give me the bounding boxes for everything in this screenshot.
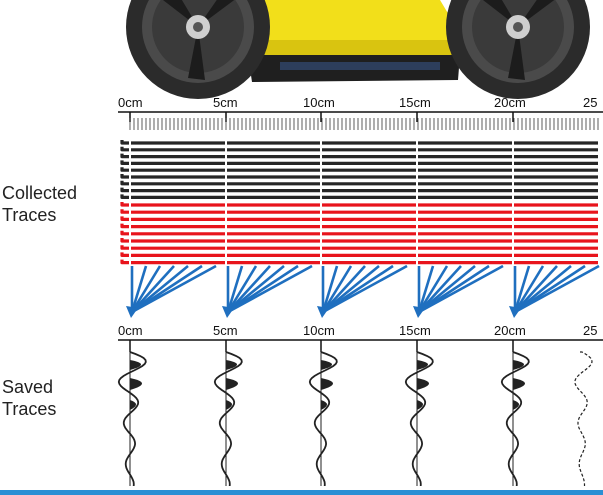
saved-trace-lobe bbox=[130, 360, 141, 370]
saved-label-line-1: Saved bbox=[2, 377, 54, 397]
saved-trace-lobe bbox=[226, 360, 237, 370]
saved-trace-lobe bbox=[417, 360, 428, 370]
raw-trace-dark-band bbox=[120, 146, 598, 152]
saved-trace-lobe bbox=[417, 400, 423, 410]
fan-arrow-line bbox=[131, 265, 175, 313]
saved-trace-lobe bbox=[130, 378, 142, 390]
raw-trace-dark-band bbox=[120, 187, 598, 193]
raw-trace-red-band bbox=[120, 209, 598, 214]
saved-trace-lobe bbox=[417, 378, 429, 390]
bottom-tick-label-15cm: 15cm bbox=[399, 323, 431, 338]
fan-arrow-line bbox=[227, 265, 271, 313]
saved-trace-partial bbox=[574, 351, 593, 486]
collected-label-line-1: Collected bbox=[2, 183, 78, 203]
bottom-accent-bar bbox=[0, 490, 603, 495]
saved-trace-lobe bbox=[130, 400, 136, 410]
raw-trace-red-band bbox=[120, 238, 598, 243]
saved-trace-lobe bbox=[321, 360, 332, 370]
fan-arrow-head bbox=[126, 306, 138, 318]
raw-trace-red-band bbox=[120, 252, 598, 257]
saved-trace-lobe bbox=[226, 400, 232, 410]
bottom-distance-scale: 0cm 5cm 10cm 15cm 20cm 25 bbox=[118, 323, 603, 352]
raw-trace-dark-band bbox=[120, 167, 598, 172]
saved-trace-wave bbox=[213, 351, 243, 487]
saved-trace-wave bbox=[308, 351, 338, 487]
saved-trace-wave bbox=[500, 351, 530, 487]
fan-arrow-line bbox=[514, 265, 558, 313]
fan-arrow-line bbox=[418, 265, 462, 313]
saved-trace-lobe bbox=[513, 378, 525, 390]
fan-arrow-line bbox=[322, 265, 366, 313]
saved-traces-panel bbox=[117, 350, 593, 487]
fan-arrow-head bbox=[413, 306, 425, 318]
fan-arrow-line bbox=[227, 264, 313, 314]
gpr-cart bbox=[126, 0, 590, 99]
fan-arrow-line bbox=[130, 265, 162, 313]
raw-trace-dark-band bbox=[120, 140, 598, 145]
raw-trace-dark-band bbox=[120, 174, 598, 179]
fan-arrow-line bbox=[131, 264, 217, 314]
saved-trace-wave bbox=[404, 351, 434, 487]
fan-arrow-head bbox=[222, 306, 234, 318]
top-tick-label-0cm: 0cm bbox=[118, 95, 143, 110]
raw-trace-red-band bbox=[120, 223, 598, 229]
raw-trace-red-band bbox=[120, 259, 598, 265]
raw-trace-red-band bbox=[120, 216, 598, 221]
top-tick-label-25: 25 bbox=[583, 95, 597, 110]
saved-trace-lobe bbox=[513, 400, 519, 410]
bottom-tick-label-25: 25 bbox=[583, 323, 597, 338]
top-tick-label-5cm: 5cm bbox=[213, 95, 238, 110]
fan-arrow-line bbox=[417, 265, 449, 313]
bottom-tick-label-20cm: 20cm bbox=[494, 323, 526, 338]
fan-arrow-head bbox=[509, 306, 521, 318]
saved-traces-label: Saved Traces bbox=[2, 376, 56, 420]
bottom-tick-label-10cm: 10cm bbox=[303, 323, 335, 338]
raw-trace-dark-band bbox=[120, 180, 598, 186]
raw-trace-dark-band bbox=[120, 194, 598, 199]
saved-trace-lobe bbox=[226, 378, 238, 390]
stacking-arrows bbox=[126, 264, 600, 318]
left-wheel bbox=[126, 0, 270, 99]
fan-arrow-line bbox=[226, 265, 258, 313]
collected-label-line-2: Traces bbox=[2, 205, 57, 225]
fan-arrow-line bbox=[514, 264, 600, 314]
bottom-tick-label-5cm: 5cm bbox=[213, 323, 238, 338]
fan-arrow-line bbox=[226, 265, 244, 313]
saved-trace-lobe bbox=[321, 400, 327, 410]
fan-arrow-head bbox=[317, 306, 329, 318]
fan-arrow-line bbox=[322, 264, 408, 314]
raw-trace-dark-band bbox=[120, 153, 598, 159]
top-distance-scale: 0cm 5cm 10cm 15cm 20cm 25 bbox=[118, 95, 603, 130]
saved-trace-lobe bbox=[513, 360, 524, 370]
collected-traces-panel bbox=[120, 130, 598, 268]
saved-trace-lobe bbox=[321, 378, 333, 390]
fan-arrow-line bbox=[417, 265, 435, 313]
right-wheel bbox=[446, 0, 590, 99]
raw-trace-red-band bbox=[120, 245, 598, 250]
bottom-tick-label-0cm: 0cm bbox=[118, 323, 143, 338]
fan-arrow-line bbox=[513, 265, 531, 313]
raw-trace-dark-band bbox=[120, 160, 598, 165]
fan-arrow-line bbox=[513, 265, 545, 313]
fan-arrow-line bbox=[130, 265, 148, 313]
collected-traces-label: Collected Traces bbox=[2, 182, 77, 226]
top-tick-label-15cm: 15cm bbox=[399, 95, 431, 110]
fan-arrow-line bbox=[418, 264, 504, 314]
top-tick-label-10cm: 10cm bbox=[303, 95, 335, 110]
top-tick-label-20cm: 20cm bbox=[494, 95, 526, 110]
saved-trace-wave bbox=[117, 351, 147, 487]
raw-trace-red-band bbox=[120, 230, 598, 236]
fan-arrow-line bbox=[321, 265, 353, 313]
saved-label-line-2: Traces bbox=[2, 399, 57, 419]
raw-trace-red-band bbox=[120, 202, 598, 207]
cart-base-band bbox=[280, 62, 440, 70]
fan-arrow-line bbox=[321, 265, 339, 313]
